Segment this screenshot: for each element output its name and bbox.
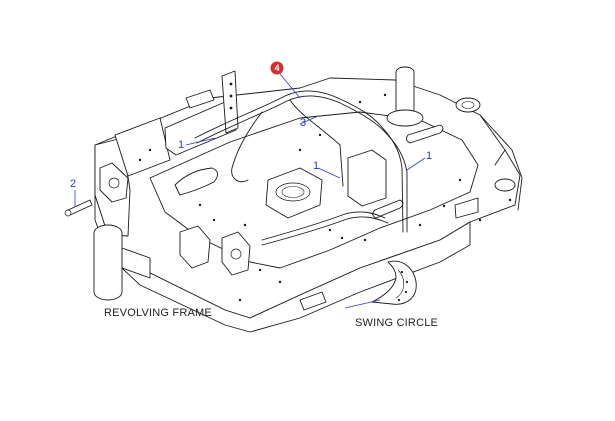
harness-main-2 xyxy=(196,95,408,233)
boom-bracket-rear xyxy=(179,225,211,269)
side-plate xyxy=(121,247,151,279)
right-slot-1 xyxy=(372,199,404,219)
swing-mount-hole xyxy=(275,182,311,202)
inner-box xyxy=(347,149,387,207)
callout-3: 3 xyxy=(300,117,306,129)
badge-circle xyxy=(270,61,284,75)
revolving-frame-drawing xyxy=(93,66,523,333)
boom-foot-upper xyxy=(114,117,171,177)
label-swing-circle: SWING CIRCLE xyxy=(355,317,438,329)
callout-1-left: 1 xyxy=(178,139,184,151)
callout-2: 2 xyxy=(70,178,76,190)
callout-1-center: 1 xyxy=(313,160,319,172)
wiring-harness xyxy=(194,90,408,246)
post-base xyxy=(386,109,424,127)
harness-lower xyxy=(261,211,386,241)
left-cutout xyxy=(174,167,218,196)
callout-1-right: 1 xyxy=(426,150,432,162)
callout-4-badge: 4 xyxy=(270,61,284,75)
harness-lower-2 xyxy=(261,216,389,246)
label-revolving-frame: REVOLVING FRAME xyxy=(104,307,212,319)
right-slot-2 xyxy=(405,124,444,144)
harness-branch-1 xyxy=(289,99,344,187)
bottom-tab-1 xyxy=(299,291,327,311)
badge-number: 4 xyxy=(274,63,279,73)
harness-branch-2 xyxy=(231,111,263,183)
bolt-item-2 xyxy=(64,199,93,217)
rear-mount-tab xyxy=(221,70,239,134)
bracket-mid-hole xyxy=(230,248,242,260)
boom-bracket-hole xyxy=(108,177,120,189)
left-boss-body xyxy=(93,233,123,301)
bottom-tab-2 xyxy=(454,197,479,219)
swing-circle-segment xyxy=(371,260,417,305)
right-boss xyxy=(455,97,481,113)
right-rim-boss xyxy=(494,178,516,192)
bolt-dots xyxy=(138,93,512,302)
left-corner-piece xyxy=(185,89,215,109)
frame-front-wall xyxy=(94,194,471,333)
swing-circle-drawing xyxy=(371,260,417,305)
